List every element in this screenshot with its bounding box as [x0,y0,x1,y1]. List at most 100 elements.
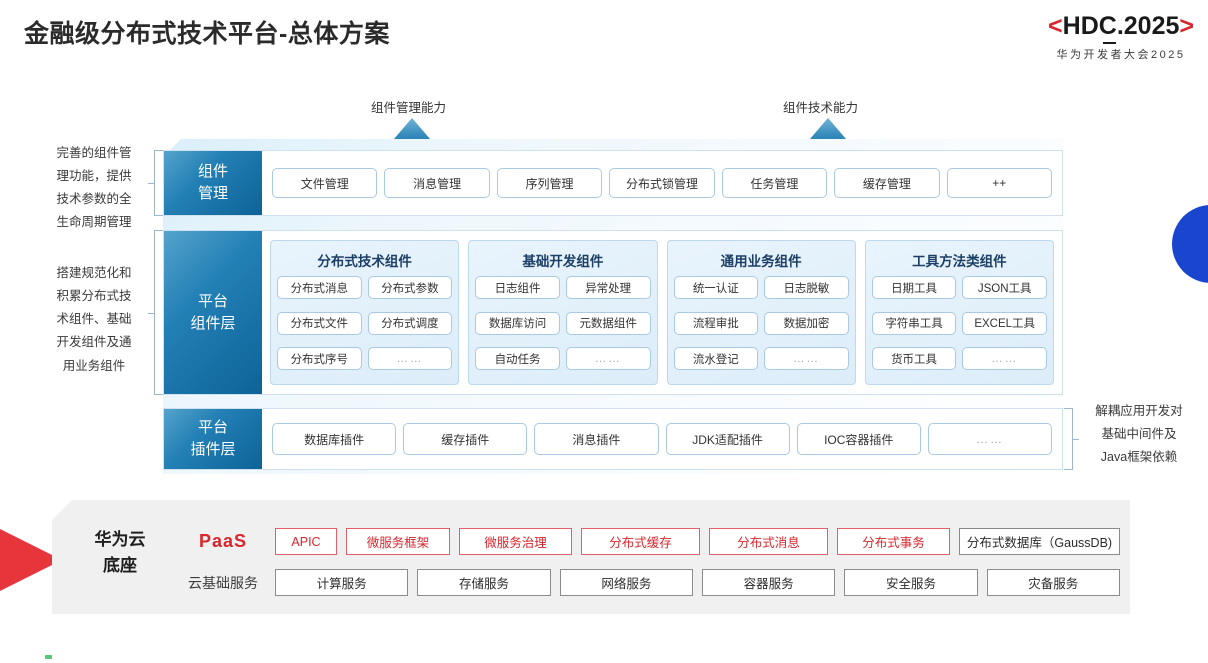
chip-string-utility[interactable]: 字符串工具 [871,311,957,335]
cloud-infrastructure-services-row: 云基础服务 计算服务 存储服务 网络服务 容器服务 安全服务 灾备服务 [180,569,1120,596]
chip-json-utility[interactable]: JSON工具 [962,276,1047,299]
chip-date-utility[interactable]: 日期工具 [871,276,957,299]
layer-label-line1: 平台 [197,292,228,310]
category-title: 基础开发组件 [522,254,604,269]
category-items: 日志组件 异常处理 数据库访问 元数据组件 自动任务 …… [475,276,651,378]
huawei-cloud-foundation-panel [52,500,1130,614]
chip-transaction-registry[interactable]: 流水登记 [673,347,759,371]
green-mark-decoration [45,655,52,659]
brace-management-layer [148,150,163,216]
chip-sequence-management[interactable]: 序列管理 [496,168,603,198]
chip-log-masking[interactable]: 日志脱敏 [764,276,849,299]
chip-auto-task[interactable]: 自动任务 [475,347,560,371]
category-distributed-technology: 分布式技术组件 分布式消息 分布式参数 分布式文件 分布式调度 分布式序号 …… [270,240,460,385]
category-items: 统一认证 日志脱敏 流程审批 数据加密 流水登记 …… [673,276,849,378]
layer-label-line2: 插件层 [190,441,236,458]
hdc-logo-subtitle: 华为开发者大会2025 [1056,49,1186,61]
service-distributed-database-gaussdb[interactable]: 分布式数据库（GaussDB) [959,528,1120,555]
chip-cache-management[interactable]: 缓存管理 [834,168,940,198]
chip-database-plugin[interactable]: 数据库插件 [272,423,397,455]
platform-component-categories: 分布式技术组件 分布式消息 分布式参数 分布式文件 分布式调度 分布式序号 ……… [262,231,1062,394]
layer-label-line2: 组件层 [190,314,236,332]
service-network[interactable]: 网络服务 [559,569,693,596]
chip-file-management[interactable]: 文件管理 [272,168,378,198]
layer-label-line2: 管理 [197,185,228,202]
layer-label-line1: 组件 [197,163,228,181]
chip-log-component[interactable]: 日志组件 [475,276,560,299]
category-title: 工具方法类组件 [912,254,1007,269]
huawei-cloud-foundation-title: 华为云 底座 [72,527,168,580]
platform-component-layer-label: 平台 组件层 [164,231,262,394]
service-distributed-transaction[interactable]: 分布式事务 [837,528,950,555]
category-utility-methods: 工具方法类组件 日期工具 JSON工具 字符串工具 EXCEL工具 货币工具 …… [864,240,1054,385]
chip-more-dots[interactable]: …… [927,423,1053,455]
paas-services-row: PaaS APIC 微服务框架 微服务治理 分布式缓存 分布式消息 分布式事务 … [180,528,1120,555]
angle-bracket-left-icon: < [1048,12,1063,40]
category-title: 通用业务组件 [720,254,802,269]
arrow-label-component-technology: 组件技术能力 [783,101,859,115]
infrastructure-row-label: 云基础服务 [188,574,258,591]
side-note-components: 搭建规范化和 积累分布式技 术组件、基础 开发组件及通 用业务组件 [56,266,132,373]
chip-more-dots[interactable]: …… [367,347,453,371]
chip-data-encryption[interactable]: 数据加密 [764,311,849,335]
category-items: 分布式消息 分布式参数 分布式文件 分布式调度 分布式序号 …… [277,276,453,378]
platform-plugin-layer-items: 数据库插件 缓存插件 消息插件 JDK适配插件 IOC容器插件 …… [262,409,1062,469]
chip-distributed-sequence[interactable]: 分布式序号 [277,347,362,371]
category-items: 日期工具 JSON工具 字符串工具 EXCEL工具 货币工具 …… [871,276,1047,378]
chip-cache-plugin[interactable]: 缓存插件 [403,423,528,455]
angle-bracket-right-icon: > [1179,12,1194,40]
chip-jdk-adapter-plugin[interactable]: JDK适配插件 [665,423,790,455]
chip-ioc-container-plugin[interactable]: IOC容器插件 [796,423,921,455]
chip-task-management[interactable]: 任务管理 [721,168,828,198]
side-note-management: 完善的组件管 理功能，提供 技术参数的全 生命周期管理 [56,146,132,230]
chip-distributed-message[interactable]: 分布式消息 [277,276,362,299]
chip-database-access[interactable]: 数据库访问 [475,311,560,335]
service-storage[interactable]: 存储服务 [417,569,551,596]
chip-excel-utility[interactable]: EXCEL工具 [962,311,1047,335]
page-title: 金融级分布式技术平台-总体方案 [24,20,390,48]
foundation-title-line1: 华为云 [94,530,146,549]
component-management-layer-items: 文件管理 消息管理 序列管理 分布式锁管理 任务管理 缓存管理 ++ [262,151,1062,215]
platform-plugin-layer-label: 平台 插件层 [164,409,262,469]
arrow-label-component-management: 组件管理能力 [371,101,447,115]
component-management-layer-label: 组件 管理 [164,151,262,215]
blue-circle-decoration [1172,205,1208,283]
chip-message-plugin[interactable]: 消息插件 [534,423,659,455]
chip-more-dots[interactable]: …… [565,347,651,371]
brace-component-layer [148,230,163,395]
platform-component-layer: 平台 组件层 分布式技术组件 分布式消息 分布式参数 分布式文件 分布式调度 分… [163,230,1063,395]
chip-more-plus[interactable]: ++ [946,168,1052,198]
service-security[interactable]: 安全服务 [844,569,978,596]
chip-more-dots[interactable]: …… [962,347,1047,371]
chip-distributed-lock-management[interactable]: 分布式锁管理 [609,168,715,198]
chip-distributed-schedule[interactable]: 分布式调度 [367,311,453,335]
chip-more-dots[interactable]: …… [764,347,849,371]
service-apic[interactable]: APIC [275,528,337,555]
chip-distributed-file[interactable]: 分布式文件 [277,311,362,335]
paas-row-label: PaaS [198,531,248,551]
component-management-layer: 组件 管理 文件管理 消息管理 序列管理 分布式锁管理 任务管理 缓存管理 ++ [163,150,1063,216]
side-note-decoupling: 解耦应用开发对 基础中间件及 Java框架依赖 [1095,404,1183,465]
chip-process-approval[interactable]: 流程审批 [673,311,759,335]
chip-metadata-component[interactable]: 元数据组件 [565,311,651,335]
foundation-title-line2: 底座 [103,556,137,576]
hdc-logo-text: HDC.2025 [1063,12,1179,44]
service-microservice-framework[interactable]: 微服务框架 [346,528,450,555]
hdc-logo: <HDC.2025> 华为开发者大会2025 [1048,14,1194,62]
service-microservice-governance[interactable]: 微服务治理 [459,528,572,555]
chip-message-management[interactable]: 消息管理 [384,168,490,198]
hdc-logo-main: <HDC.2025> [1048,12,1194,44]
category-title: 分布式技术组件 [317,254,412,269]
service-distributed-message[interactable]: 分布式消息 [709,528,828,555]
chip-distributed-parameter[interactable]: 分布式参数 [367,276,453,299]
service-container[interactable]: 容器服务 [701,569,836,596]
chip-exception-handling[interactable]: 异常处理 [565,276,651,299]
platform-plugin-layer: 平台 插件层 数据库插件 缓存插件 消息插件 JDK适配插件 IOC容器插件 …… [163,408,1063,470]
service-compute[interactable]: 计算服务 [275,569,409,596]
service-distributed-cache[interactable]: 分布式缓存 [581,528,700,555]
chip-unified-authentication[interactable]: 统一认证 [673,276,759,299]
chip-currency-utility[interactable]: 货币工具 [871,347,957,371]
service-disaster-recovery[interactable]: 灾备服务 [986,569,1120,596]
layer-label-line1: 平台 [197,419,228,437]
category-basic-development: 基础开发组件 日志组件 异常处理 数据库访问 元数据组件 自动任务 …… [468,240,658,385]
